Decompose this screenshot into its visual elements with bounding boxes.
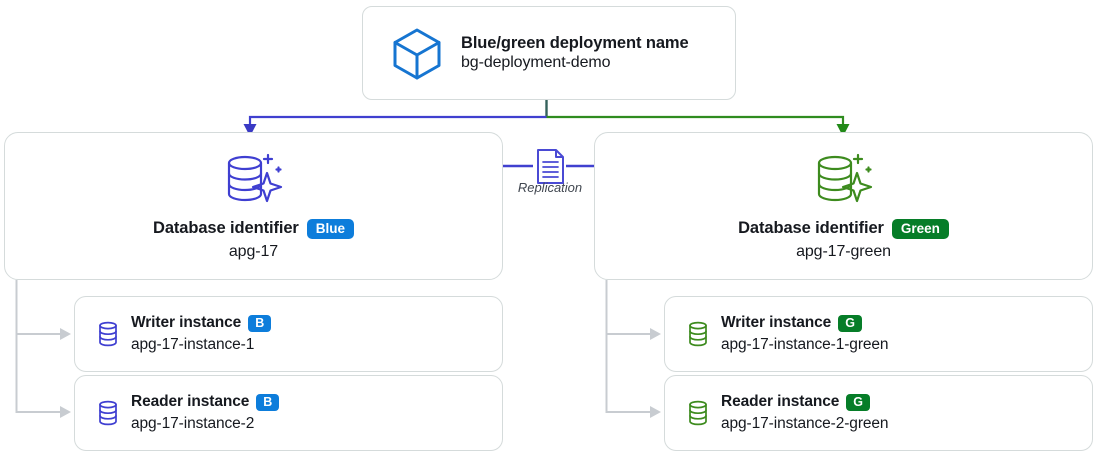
environment-card-green: Database identifier Green apg-17-green [594,132,1093,280]
instance-role-label: Reader instance [131,393,250,411]
database-icon [97,321,119,347]
database-icon [97,400,119,426]
blue-tree-arrow-1 [60,406,71,418]
instance-card-reader-green: Reader instance G apg-17-instance-2-gree… [664,375,1093,451]
instance-name-value: apg-17-instance-1 [131,335,255,353]
database-identifier-label: Database identifier [153,219,299,238]
green-tree-arrow-0 [650,328,661,340]
green-tree-arrow-1 [650,406,661,418]
instance-role-label: Writer instance [721,314,832,332]
instance-card-writer-blue: Writer instance B apg-17-instance-1 [74,296,503,372]
database-identifier-label: Database identifier [738,219,884,238]
database-sparkle-icon [221,151,287,207]
database-sparkle-icon [811,151,877,207]
cube-icon [389,25,445,81]
database-icon [687,321,709,347]
status-badge-g: G [846,393,870,412]
instance-card-writer-green: Writer instance G apg-17-instance-1-gree… [664,296,1093,372]
deployment-name-value: bg-deployment-demo [461,54,611,72]
database-identifier-value-green: apg-17-green [796,243,891,261]
instance-card-reader-blue: Reader instance B apg-17-instance-2 [74,375,503,451]
document-icon [534,148,566,186]
database-icon [687,400,709,426]
blue-tree-arrow-0 [60,328,71,340]
status-badge-g: G [838,314,862,333]
status-badge-blue: Blue [306,218,354,240]
green-bus-wire [546,115,845,125]
instance-name-value: apg-17-instance-2 [131,414,255,432]
status-badge-b: B [248,314,272,333]
instance-role-label: Reader instance [721,393,840,411]
environment-card-blue: Database identifier Blue apg-17 [4,132,503,280]
database-identifier-value-blue: apg-17 [228,243,279,261]
status-badge-b: B [256,393,280,412]
replication-label: Replication [517,180,583,195]
instance-name-value: apg-17-instance-1-green [721,335,889,353]
deployment-header-card: Blue/green deployment name bg-deployment… [362,6,736,100]
blue-bus-wire [248,115,547,125]
status-badge-green: Green [891,218,949,240]
page-title: Blue/green deployment name [461,33,689,52]
instance-role-label: Writer instance [131,314,242,332]
instance-name-value: apg-17-instance-2-green [721,414,889,432]
